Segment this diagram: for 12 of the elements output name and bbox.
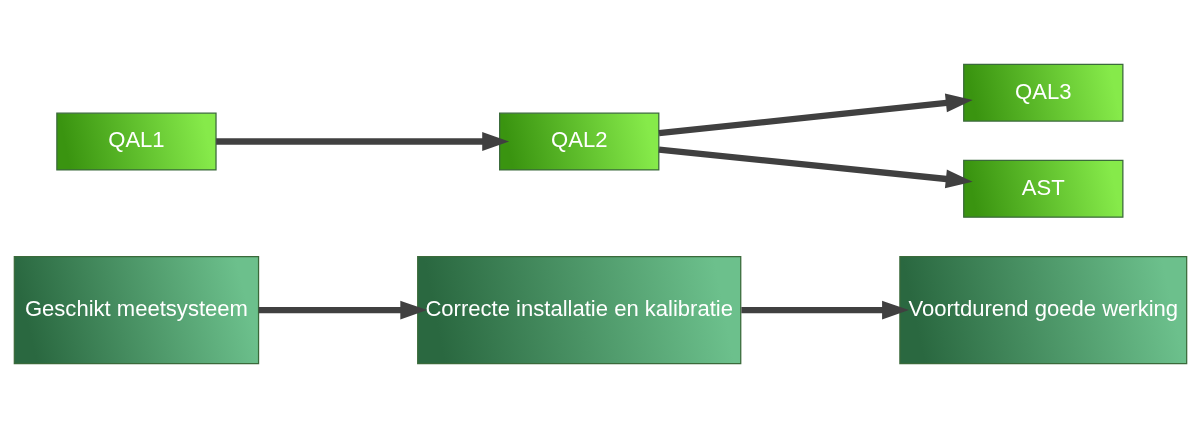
arrow <box>658 93 973 137</box>
arrow <box>658 146 973 189</box>
node-box: AST <box>963 159 1124 218</box>
node-box: QAL1 <box>56 112 217 171</box>
node-box: Geschikt meetsysteem <box>13 255 260 365</box>
node-box: Voortdurend goede werking <box>899 255 1188 365</box>
arrow <box>741 300 909 320</box>
node-box: QAL3 <box>963 63 1124 122</box>
node-box: QAL2 <box>499 112 660 171</box>
arrow <box>258 300 428 320</box>
node-box: Correcte installatie en kalibratie <box>417 255 742 365</box>
arrow <box>216 132 510 151</box>
